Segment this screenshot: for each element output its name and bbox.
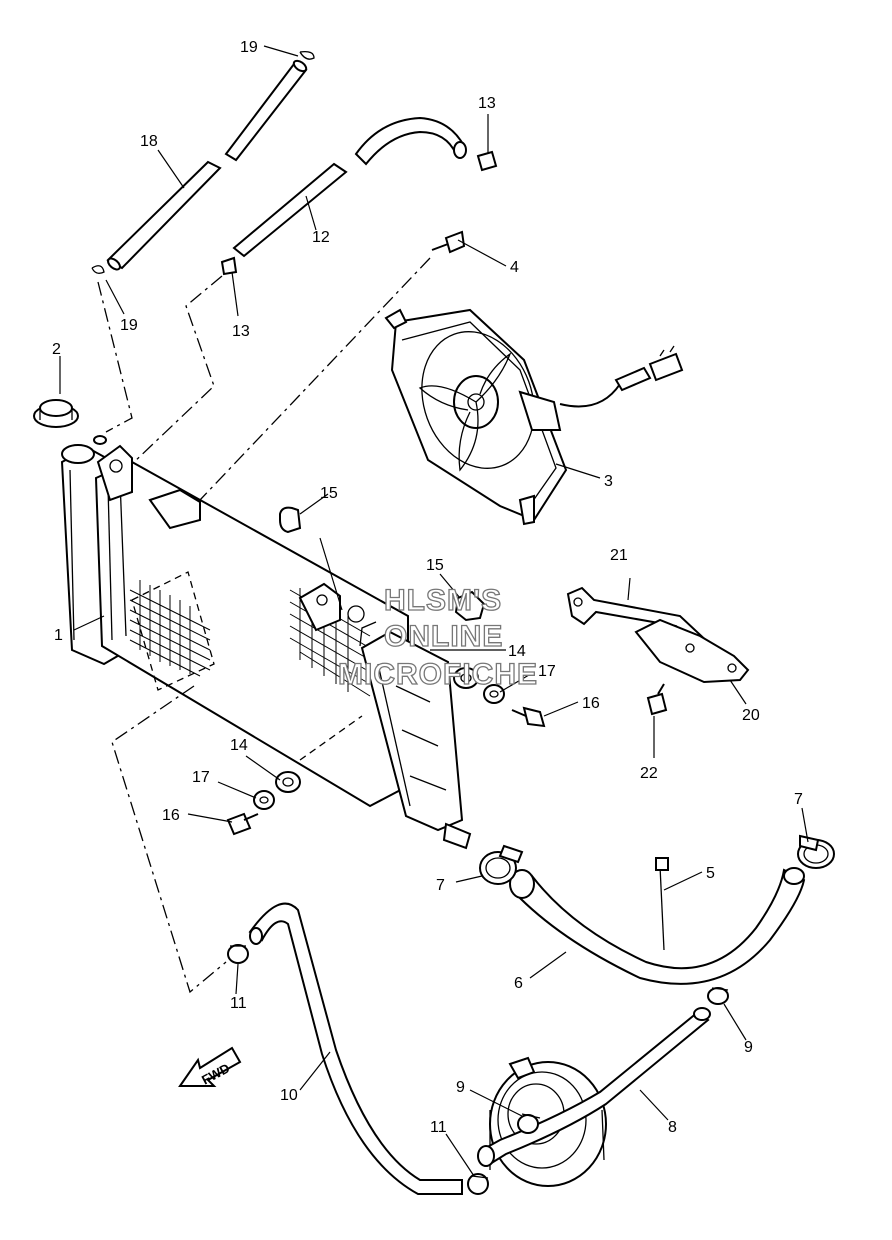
- callout-label: 8: [668, 1119, 677, 1136]
- callout-label: 16: [582, 695, 600, 712]
- fan-brackets: [566, 586, 750, 716]
- callout-label: 19: [120, 317, 138, 334]
- callout-label: 4: [510, 259, 519, 276]
- callout-label: 3: [604, 473, 613, 490]
- callout-numbers: 1 2 3 4 5 6 7 7 8 9 9 10 11 11 12 13 13 …: [52, 39, 803, 1136]
- lower-radiator-hose: [479, 834, 835, 985]
- assembly-reference-lines: [97, 257, 431, 994]
- watermark-line-2: ONLINE: [384, 620, 503, 653]
- watermark: HLSM'S ONLINE MICROFICHE: [337, 583, 538, 691]
- fan-bolt: [431, 230, 466, 254]
- callout-label: 20: [742, 707, 760, 724]
- callout-label: 7: [794, 791, 803, 808]
- callout-label: 17: [192, 769, 210, 786]
- callout-label: 18: [140, 133, 158, 150]
- overflow-hoses: [91, 50, 498, 276]
- callout-leaders: [59, 45, 809, 1177]
- callout-label: 19: [240, 39, 258, 56]
- callout-label: 1: [54, 627, 63, 644]
- callout-label: 10: [280, 1087, 298, 1104]
- callout-label: 15: [426, 557, 444, 574]
- watermark-line-3: MICROFICHE: [338, 658, 538, 691]
- callout-label: 12: [312, 229, 330, 246]
- mount-hardware: [226, 506, 546, 836]
- callout-label: 14: [230, 737, 248, 754]
- callout-label: 9: [456, 1079, 465, 1096]
- cooling-fan: [384, 308, 684, 526]
- callout-label: 16: [162, 807, 180, 824]
- radiator: [60, 435, 472, 850]
- radiator-cap: [33, 399, 79, 428]
- callout-label: 5: [706, 865, 715, 882]
- callout-label: 17: [538, 663, 556, 680]
- watermark-line-1: HLSM'S: [384, 584, 502, 617]
- forward-direction-arrow: FWD: [178, 1046, 242, 1087]
- callout-label: 22: [640, 765, 658, 782]
- callout-label: 13: [232, 323, 250, 340]
- callout-label: 6: [514, 975, 523, 992]
- callout-label: 2: [52, 341, 61, 358]
- callout-label: 7: [436, 877, 445, 894]
- callout-label: 14: [508, 643, 526, 660]
- callout-label: 21: [610, 547, 628, 564]
- water-pump-hoses: [227, 902, 729, 1195]
- callout-label: 11: [430, 1119, 447, 1136]
- callout-label: 15: [320, 485, 338, 502]
- callout-label: 13: [478, 95, 496, 112]
- callout-label: 11: [230, 995, 247, 1012]
- callout-label: 9: [744, 1039, 753, 1056]
